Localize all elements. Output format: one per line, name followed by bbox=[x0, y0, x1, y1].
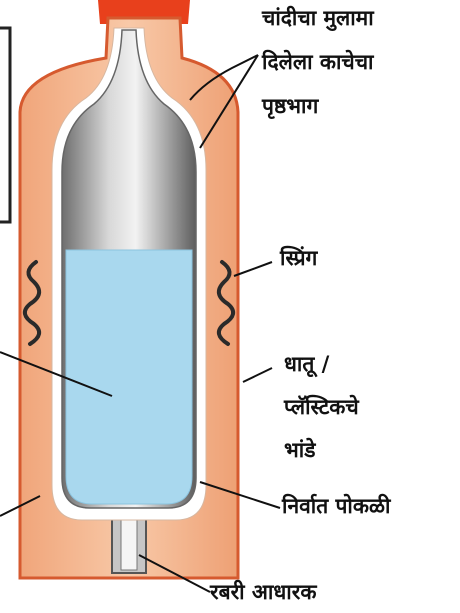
label-silvered-glass-line2: दिलेला काचेचा bbox=[262, 48, 374, 76]
label-case-line1: धातू / bbox=[284, 350, 329, 378]
liquid bbox=[66, 250, 192, 504]
label-silvered-glass-line3: पृष्ठभाग bbox=[262, 92, 318, 120]
label-case-line2: प्लॅस्टिकचे bbox=[284, 393, 359, 421]
label-silvered-glass-line1: चांदीचा मुलामा bbox=[262, 4, 374, 32]
label-rubber-support: रबरी आधारक bbox=[210, 578, 316, 606]
label-case-line3: भांडे bbox=[284, 436, 315, 464]
label-spring: स्प्रिंग bbox=[280, 244, 317, 272]
label-vacuum: निर्वात पोकळी bbox=[282, 492, 390, 520]
side-panel-frame bbox=[0, 28, 10, 222]
